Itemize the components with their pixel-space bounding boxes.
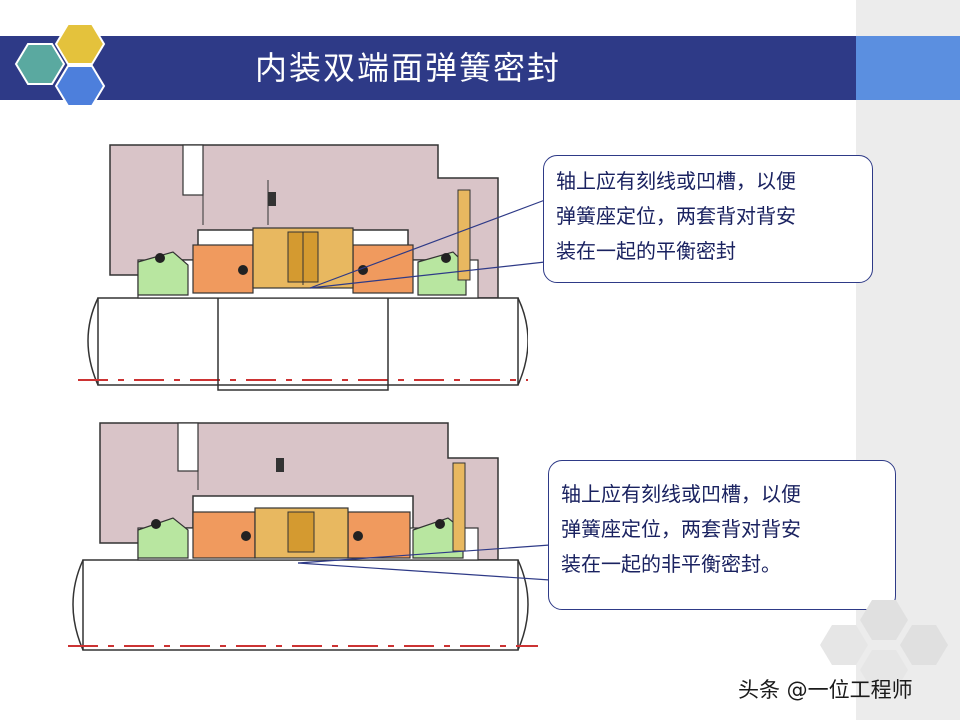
callout-balanced: 轴上应有刻线或凹槽，以便 弹簧座定位，两套背对背安 装在一起的平衡密封	[543, 155, 873, 283]
slide-title: 内装双端面弹簧密封	[255, 49, 562, 87]
unbalanced-seal-diagram	[68, 422, 538, 651]
callout-line: 弹簧座定位，两套背对背安	[556, 204, 796, 228]
callout-unbalanced: 轴上应有刻线或凹槽，以便 弹簧座定位，两套背对背安 装在一起的非平衡密封。	[548, 460, 896, 610]
callout-line: 装在一起的平衡密封	[556, 239, 736, 263]
callout-line: 弹簧座定位，两套背对背安	[561, 517, 801, 541]
title-bar-accent	[856, 36, 960, 100]
watermark: 头条 @一位工程师	[738, 678, 913, 702]
hexagon-logo	[14, 23, 106, 107]
hex-teal	[14, 43, 66, 85]
stationary-seat-left	[137, 251, 189, 296]
callout-line: 轴上应有刻线或凹槽，以便	[561, 482, 801, 506]
balanced-seal-diagram	[78, 144, 528, 391]
stationary-seat-left	[137, 517, 189, 559]
hex-blue	[54, 65, 106, 107]
title-bar	[0, 36, 856, 100]
hex-yellow	[54, 23, 106, 65]
callout-line: 轴上应有刻线或凹槽，以便	[556, 169, 796, 193]
decorative-hexagons	[820, 600, 948, 690]
callout-line: 装在一起的非平衡密封。	[561, 552, 781, 576]
